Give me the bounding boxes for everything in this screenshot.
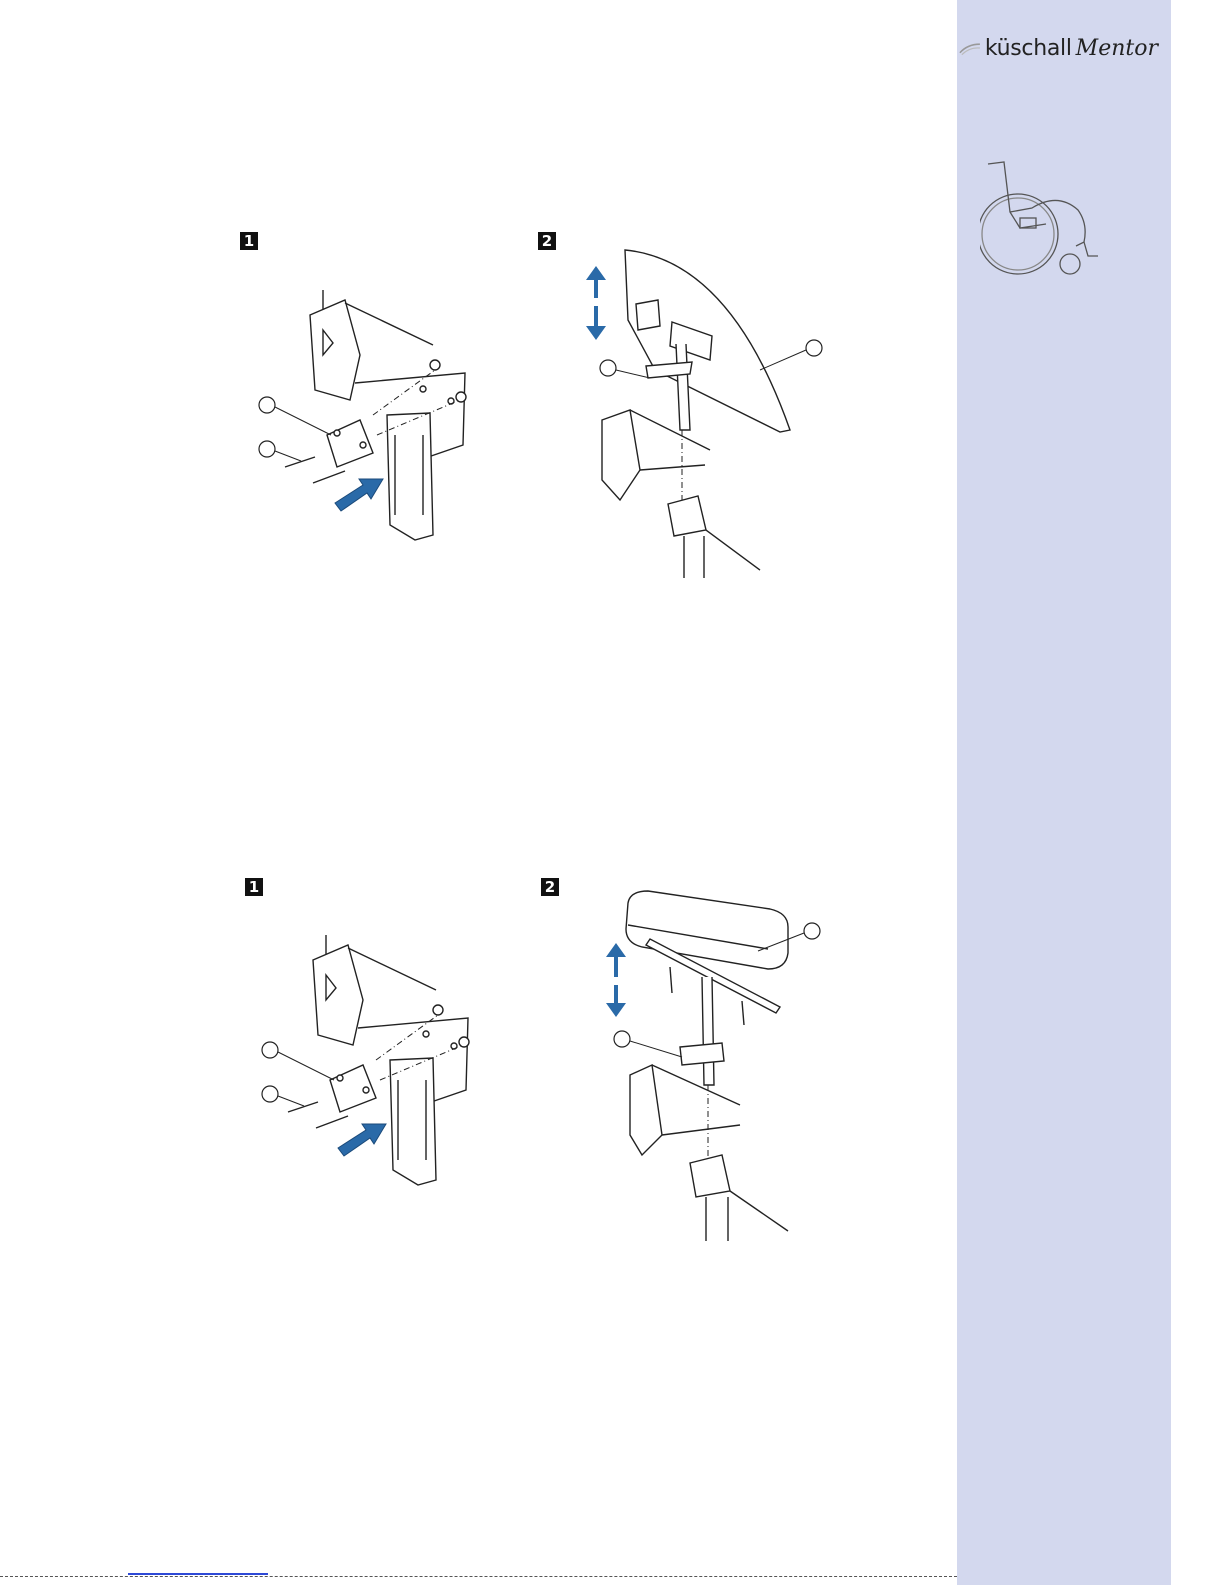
push-arrow-icon bbox=[335, 479, 383, 511]
figure-armrest-bottom bbox=[590, 885, 830, 1245]
swoosh-icon bbox=[958, 38, 981, 58]
arrow-down-icon bbox=[606, 985, 626, 1017]
step-number: 1 bbox=[245, 878, 263, 896]
wheelchair-icon bbox=[980, 152, 1120, 282]
footer-divider bbox=[0, 1576, 957, 1577]
brand-name: küschall bbox=[985, 36, 1072, 61]
push-arrow-icon bbox=[338, 1124, 386, 1156]
brand-suffix: Mentor bbox=[1076, 36, 1158, 61]
step-number: 2 bbox=[541, 878, 559, 896]
figure-bracket-mount-top bbox=[255, 285, 485, 545]
arrow-down-icon bbox=[586, 306, 606, 340]
step-number: 2 bbox=[538, 232, 556, 250]
brand-logo: küschall Mentor bbox=[958, 28, 1158, 68]
figure-side-guard-top bbox=[580, 240, 830, 580]
arrow-up-icon bbox=[606, 943, 626, 977]
figure-bracket-mount-bottom bbox=[258, 930, 488, 1190]
step-number: 1 bbox=[240, 232, 258, 250]
footer-underline bbox=[128, 1573, 268, 1575]
arrow-up-icon bbox=[586, 266, 606, 298]
